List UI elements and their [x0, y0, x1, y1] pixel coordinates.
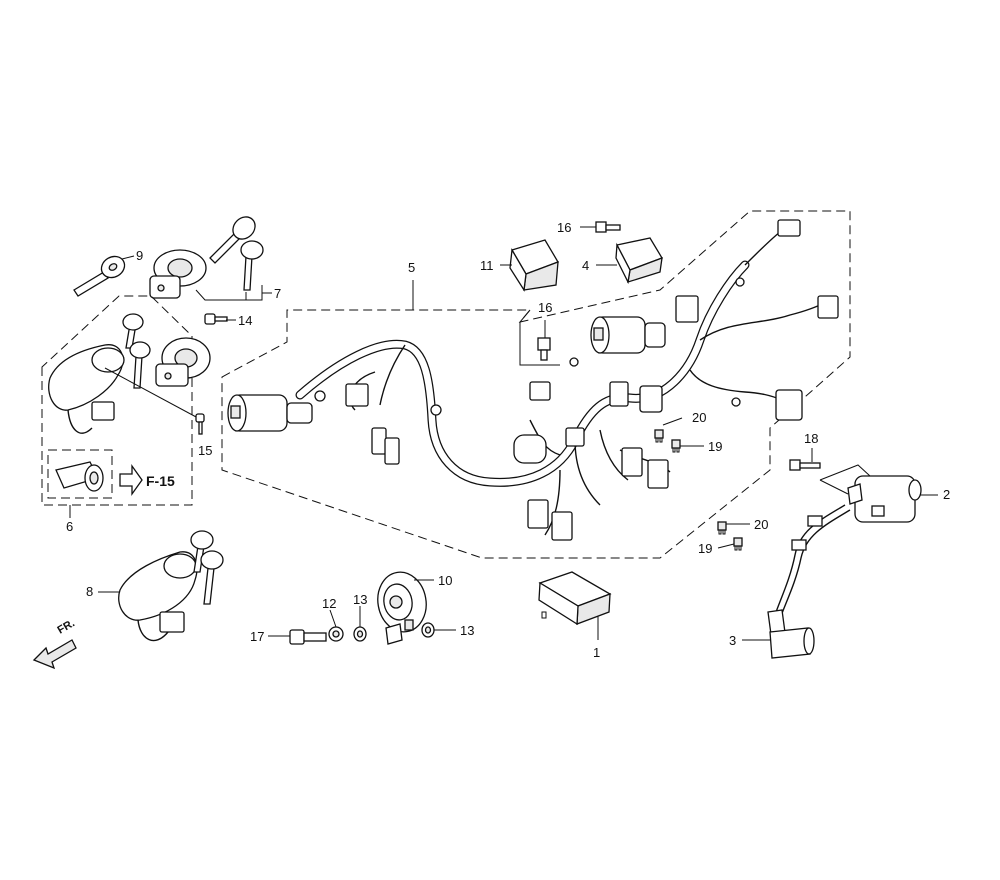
callout-4: 4 — [582, 258, 589, 273]
switch-lock-assembly — [118, 530, 224, 642]
callout-8: 8 — [86, 584, 93, 599]
main-wire-harness — [295, 231, 833, 536]
relay — [509, 239, 559, 292]
key-blank — [73, 255, 126, 297]
callout-12: 12 — [322, 596, 336, 611]
callout-16-upper: 16 — [557, 220, 571, 235]
reference-part-box — [47, 449, 113, 499]
spark-plug-cap — [767, 504, 851, 659]
callout-15: 15 — [198, 443, 212, 458]
callout-1: 1 — [593, 645, 600, 660]
callout-2: 2 — [943, 487, 950, 502]
bracket — [615, 237, 663, 285]
leader-7 — [195, 285, 272, 301]
fuse-20-upper — [654, 429, 664, 443]
reference-lock-part — [55, 461, 104, 492]
fuse-19-upper — [671, 439, 681, 453]
front-direction-label: FR. — [56, 617, 77, 636]
callout-6: 6 — [66, 519, 73, 534]
seat-lock-cylinder — [155, 337, 211, 387]
callout-17: 17 — [250, 629, 264, 644]
harness-connectors — [227, 219, 839, 541]
coil-leader-lines — [819, 464, 871, 495]
lock-kit-leader — [104, 367, 199, 419]
callout-14: 14 — [238, 313, 252, 328]
bolt-lower — [537, 337, 551, 361]
horn-bolt — [289, 629, 327, 645]
coil-bolt — [789, 459, 821, 471]
leader-9 — [121, 255, 135, 260]
leader-12 — [329, 609, 337, 628]
callout-13-washer-right: 13 — [460, 623, 474, 638]
screw-14 — [204, 313, 228, 325]
ignition-coil — [847, 475, 922, 523]
leader-20-upper — [662, 417, 683, 426]
callout-20-lower: 20 — [754, 517, 768, 532]
callout-19-upper: 19 — [708, 439, 722, 454]
horn — [377, 571, 427, 645]
callout-20-upper: 20 — [692, 410, 706, 425]
callout-5: 5 — [408, 260, 415, 275]
reference-arrow — [119, 463, 143, 497]
fuse-20-lower — [717, 521, 727, 535]
callout-3: 3 — [729, 633, 736, 648]
callout-13-washer-left: 13 — [353, 592, 367, 607]
callout-18: 18 — [804, 431, 818, 446]
callout-10: 10 — [438, 573, 452, 588]
horn-collar — [328, 626, 344, 642]
callout-9: 9 — [136, 248, 143, 263]
front-direction-arrow — [32, 639, 77, 670]
leader-19-lower — [717, 543, 735, 549]
control-unit — [538, 571, 612, 626]
washer-13b — [421, 622, 435, 638]
screw-15 — [195, 413, 205, 435]
washer-13a — [353, 626, 367, 642]
fuse-19-lower — [733, 537, 743, 551]
reference-label: F-15 — [146, 473, 175, 489]
bolt-upper — [595, 221, 621, 233]
lock-kit-outline — [41, 295, 193, 506]
callout-16-lower: 16 — [538, 300, 552, 315]
harness-group-outline — [221, 210, 851, 559]
leader-5-ground — [519, 309, 560, 366]
main-switch-lock — [48, 313, 151, 434]
callout-7: 7 — [274, 286, 281, 301]
callout-11: 11 — [480, 258, 494, 273]
seat-lock-set — [149, 216, 264, 299]
callout-19-lower: 19 — [698, 541, 712, 556]
